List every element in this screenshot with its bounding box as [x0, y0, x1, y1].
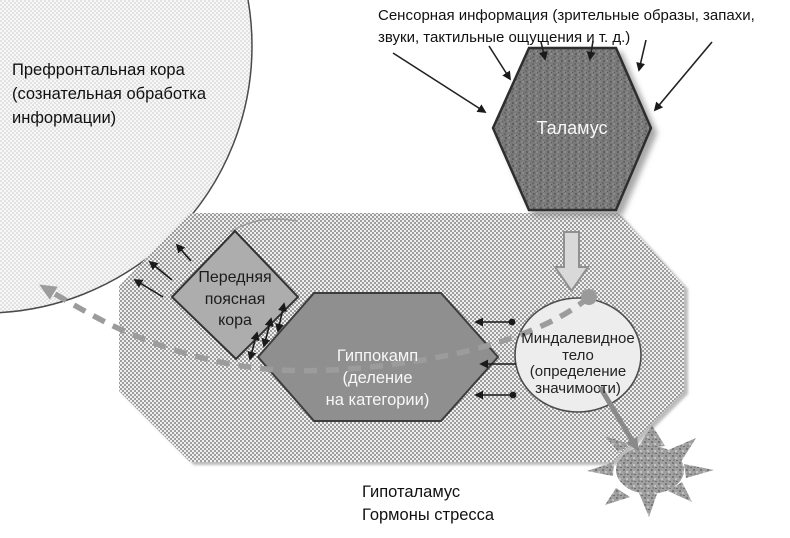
- acc-hippocampus-connectors: [247, 302, 287, 361]
- sun-core: [616, 446, 684, 494]
- acc-hippo-arrow-2: [261, 317, 274, 348]
- sun-ray: [668, 482, 692, 502]
- acc-hippo-arrow-1: [275, 302, 287, 333]
- hypothalamus-sun-shape: [587, 425, 714, 517]
- amygdala-to-prefrontal-dashed-arrow: [39, 284, 591, 374]
- sun-ray: [639, 493, 657, 517]
- amygdala-top-dot: [581, 289, 597, 305]
- hippocampus-shape: [256, 292, 500, 422]
- sensory-arrow-4: [586, 40, 596, 61]
- amygdala-to-hypothalamus-arrow: [597, 385, 639, 452]
- sun-ray: [637, 425, 665, 449]
- acc-hippo-arrow-3: [247, 331, 260, 361]
- sensory-arrow-5: [636, 39, 647, 72]
- acc-arrow-2: [148, 260, 173, 281]
- sun-ray: [605, 488, 630, 505]
- connector-dot-2: [509, 391, 517, 399]
- sensory-arrow-2: [488, 45, 511, 81]
- acc-arrow-3: [133, 279, 164, 298]
- thalamus-shape: [491, 46, 653, 212]
- thalamus-to-amygdala-block-arrow: [553, 231, 590, 293]
- acc-arrow-1: [175, 243, 192, 262]
- sensory-arrow-3: [538, 41, 548, 61]
- faint-arc-line: [230, 218, 298, 233]
- sensory-arrows: [392, 39, 713, 113]
- sun-ray: [605, 436, 629, 453]
- sun-ray: [684, 464, 714, 478]
- amygdala-shape: [514, 297, 642, 413]
- sensory-arrow-6: [653, 41, 713, 112]
- hippocampus-amygdala-connectors: [474, 317, 517, 400]
- acc-to-prefrontal-arrows: [133, 243, 192, 298]
- prefrontal-cortex-shape: [0, 0, 253, 314]
- sensory-arrow-1: [392, 52, 487, 113]
- thalamus-group: [491, 46, 653, 212]
- connector-dot-1: [508, 318, 516, 326]
- sun-ray: [587, 462, 614, 476]
